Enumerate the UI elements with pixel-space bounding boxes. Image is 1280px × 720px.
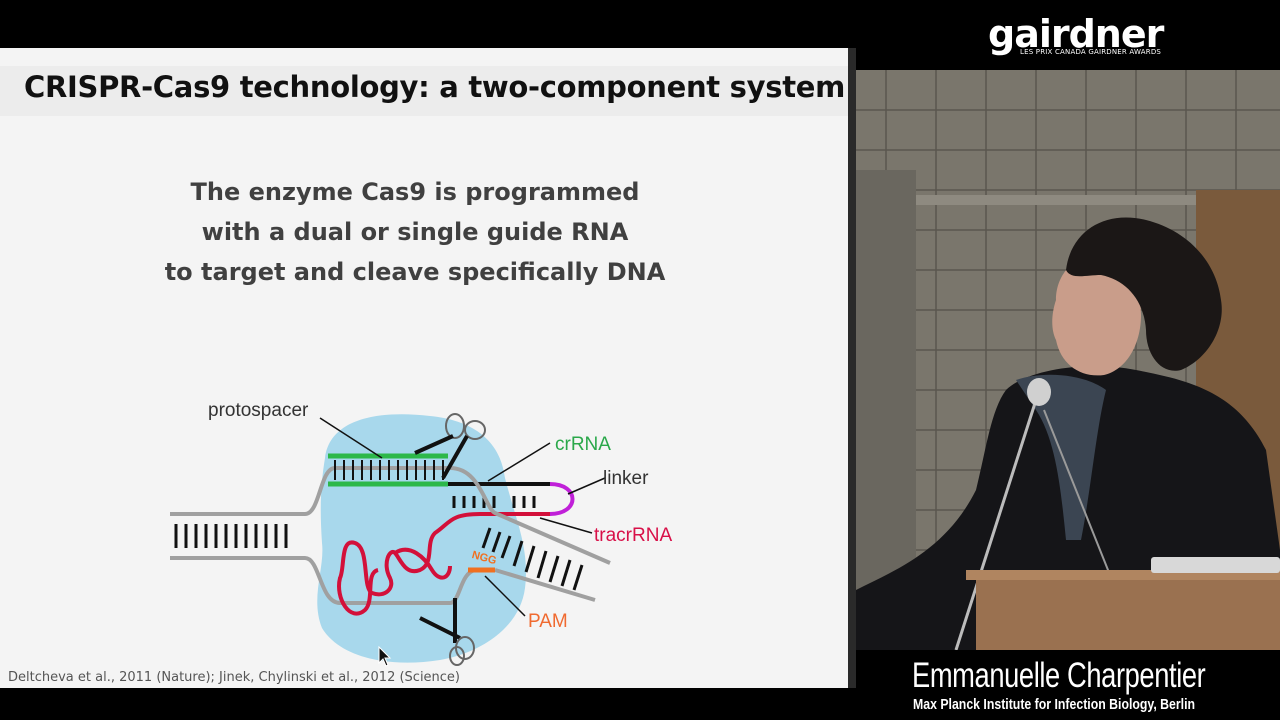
speaker-hair [1066,217,1222,371]
linker-label: linker [603,468,649,489]
laptop [1151,557,1280,573]
brand-name: gairdner [988,12,1164,56]
podium-top [966,570,1280,580]
pam-label: PAM [528,611,568,632]
speaker-affiliation-caption: Max Planck Institute for Infection Biolo… [913,696,1196,713]
microphone-stand-2 [1043,409,1117,591]
protospacer-basepairs [334,460,444,480]
linker-leader [567,477,606,495]
dna-right-bottom-strand [494,568,596,602]
pam-leader [484,575,526,617]
slide-body-text: The enzyme Cas9 is programmed with a dua… [0,172,830,292]
tracrrna-label: tracrRNA [594,525,672,546]
slide-title: CRISPR-Cas9 technology: a two-component … [24,70,846,104]
protospacer-label: protospacer [208,400,309,421]
slide-title-bar [0,66,848,116]
microphone-head [1027,378,1051,406]
presentation-slide: CRISPR-Cas9 technology: a two-component … [0,48,848,688]
dna-left-basepairs [174,524,288,548]
crrna-leader [487,442,551,482]
speaker-scarf [1016,374,1106,540]
crispr-cas9-diagram: NGG protospacer crRNA linker tracrRNA PA… [170,400,672,666]
podium [976,575,1280,650]
tracrrna-strand [337,512,550,616]
repeat-basepairs [452,496,536,508]
speaker-name-caption: Emmanuelle Charpentier [912,656,1206,695]
microphone-stand [954,399,1038,650]
gairdner-logo: gairdner LES PRIX CANADA GAIRDNER AWARDS [988,12,1188,62]
tracrrna-hairpin [393,547,452,580]
slide-body-line-3: to target and cleave specifically DNA [164,258,666,286]
mouse-pointer-icon [378,646,392,667]
slide-body-line-2: with a dual or single guide RNA [201,218,629,246]
dna-bottom-strand [304,556,495,605]
scissors-bottom-icon [419,598,475,666]
speaker-face [1052,254,1141,376]
dna-right-basepairs [481,527,584,591]
tracrrna-leader [539,517,593,534]
wall-ledge [916,195,1280,205]
slide-body-line-1: The enzyme Cas9 is programmed [190,178,640,206]
linker-loop [549,482,575,516]
slide-citation: Deltcheva et al., 2011 (Nature); Jinek, … [8,670,461,685]
dna-right-top-strand [449,466,611,565]
speaker-video-feed [856,70,1280,650]
protospacer-leader [319,417,383,459]
scissors-top-icon [414,413,486,479]
crrna-label: crRNA [555,434,611,455]
brand-tagline: LES PRIX CANADA GAIRDNER AWARDS [1020,48,1162,56]
slide-frame-edge [848,48,856,688]
